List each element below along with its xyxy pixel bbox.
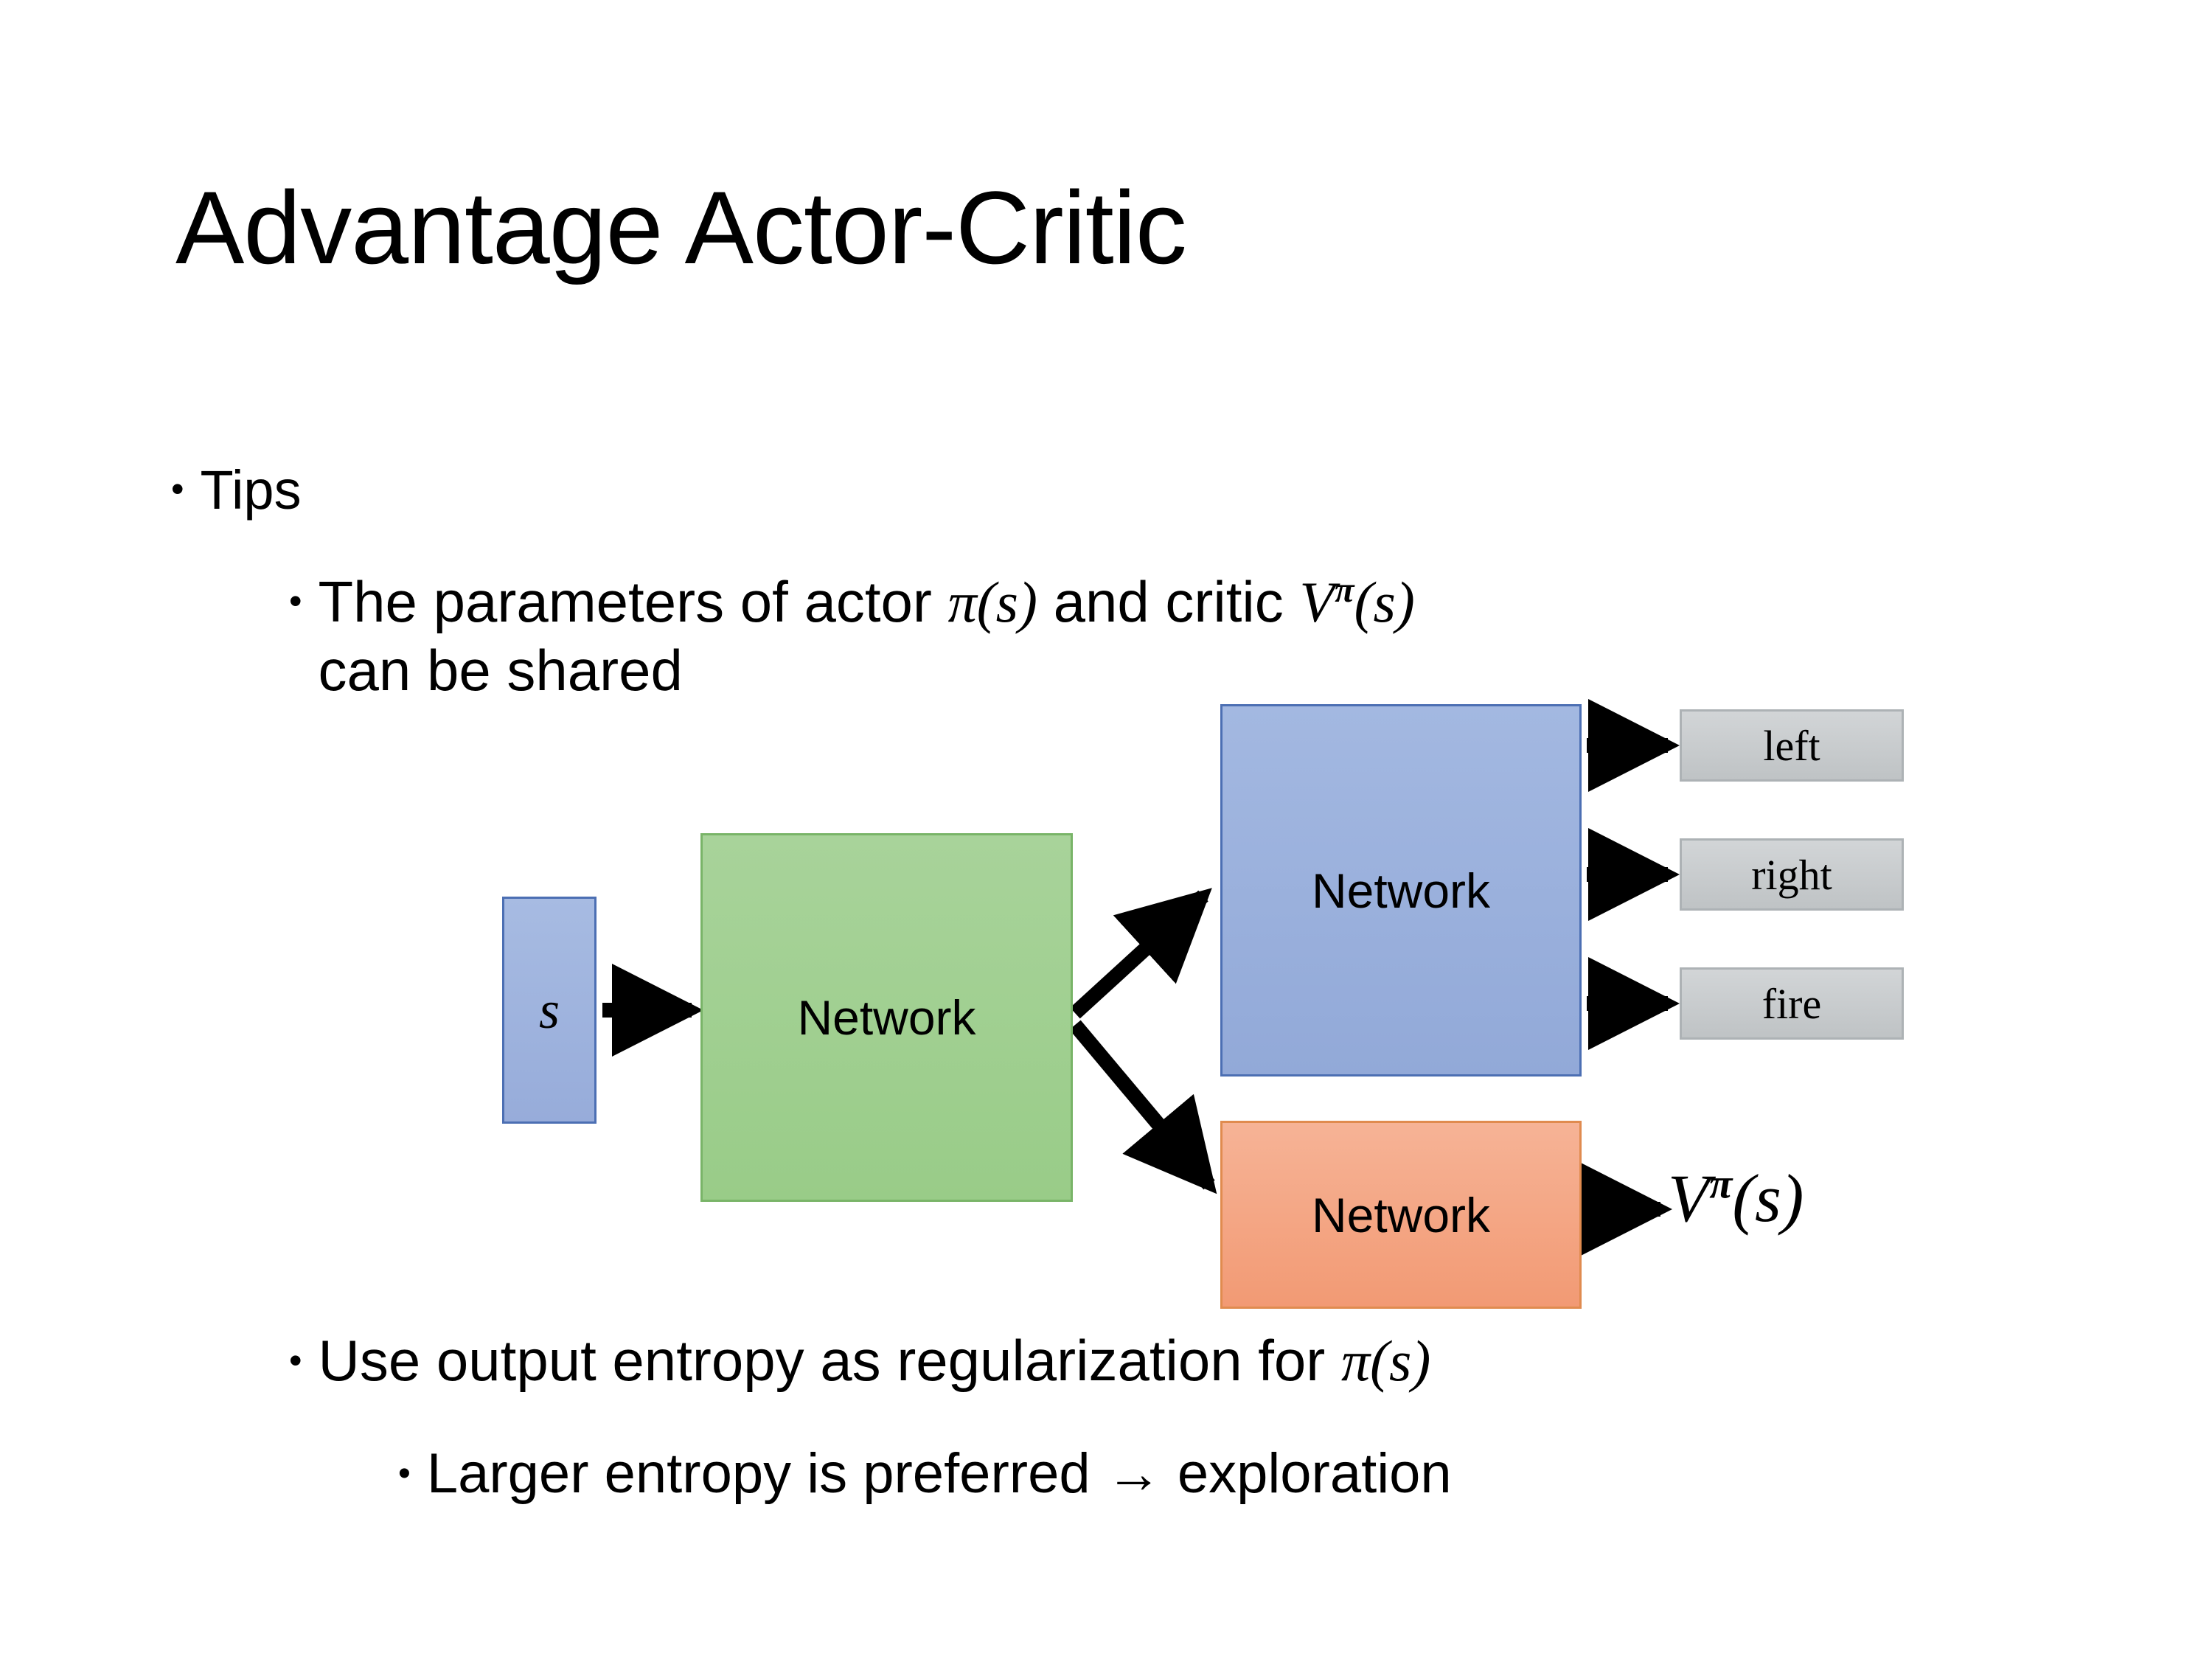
state-label: s	[538, 980, 560, 1040]
bullet-larger-label: Larger entropy is preferred → exploratio…	[426, 1442, 1452, 1505]
action-output-right[interactable]: right	[1680, 838, 1904, 911]
bullet-entropy-text: Use output entropy as regularization for…	[319, 1327, 1431, 1394]
action-output-fire[interactable]: fire	[1680, 967, 1904, 1040]
bullet-marker-icon: •	[289, 580, 302, 622]
state-input-box[interactable]: s	[502, 897, 597, 1124]
bullet-shared-parameters: • The parameters of actor π(s) and criti…	[289, 568, 1415, 704]
value-output-symbol: V	[1668, 1161, 1710, 1236]
bullet-marker-icon: •	[171, 468, 184, 509]
page-title: Advantage Actor-Critic	[175, 170, 1187, 285]
bullet-tips-label: Tips	[200, 459, 302, 521]
bullet-entropy-regularization: • Use output entropy as regularization f…	[289, 1327, 1430, 1394]
action-output-right-label: right	[1751, 850, 1832, 899]
arrow-shared-to-actor	[1070, 888, 1212, 1019]
action-output-fire-label: fire	[1761, 979, 1822, 1028]
bullet-marker-icon: •	[398, 1454, 411, 1493]
shared-text-line2: can be shared	[318, 638, 683, 703]
shared-text-part1: The parameters of actor	[318, 569, 948, 634]
critic-network-box[interactable]: Network	[1220, 1121, 1582, 1309]
shared-network-label: Network	[797, 990, 976, 1045]
shared-text-part2: and critic	[1037, 569, 1300, 634]
math-v-superscript-pi: π	[1335, 571, 1354, 610]
shared-network-box[interactable]: Network	[700, 833, 1073, 1202]
bullet-tips: • Tips	[171, 459, 302, 521]
actor-network-label: Network	[1311, 863, 1491, 918]
bullet-marker-icon: •	[289, 1340, 302, 1381]
critic-network-label: Network	[1311, 1187, 1491, 1242]
actor-network-box[interactable]: Network	[1220, 704, 1582, 1077]
arrow-shared-to-critic	[1069, 1020, 1217, 1194]
entropy-text-part1: Use output entropy as regularization for	[318, 1328, 1341, 1393]
value-output-superscript-pi: π	[1709, 1161, 1733, 1208]
bullet-shared-text: The parameters of actor π(s) and critic …	[319, 568, 1415, 704]
value-output-label: Vπ(s)	[1668, 1159, 1804, 1237]
math-pi-of-s: π(s)	[947, 570, 1037, 634]
math-v-argument: (s)	[1354, 570, 1415, 634]
math-pi-of-s: π(s)	[1340, 1329, 1431, 1393]
math-v-symbol: V	[1299, 570, 1335, 634]
action-output-left[interactable]: left	[1680, 709, 1904, 782]
value-output-argument: (s)	[1732, 1161, 1804, 1236]
action-output-left-label: left	[1763, 721, 1820, 770]
bullet-larger-entropy: • Larger entropy is preferred → explorat…	[398, 1441, 1452, 1506]
